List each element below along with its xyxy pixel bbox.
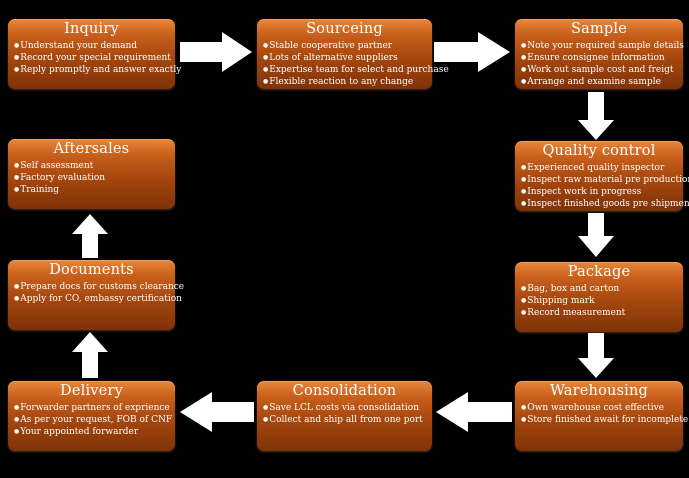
- list-item: Store finished await for incomplete: [521, 414, 688, 426]
- step-package: Package Bag, box and carton Shipping mar…: [515, 262, 683, 332]
- step-title: Documents: [49, 262, 134, 278]
- arrow-down-icon: [578, 333, 614, 378]
- arrow-left-icon: [436, 392, 512, 432]
- list-item: Apply for CO, embassy certification: [14, 293, 182, 305]
- step-list: Forwarder partners of exprience As per y…: [14, 402, 172, 438]
- step-sourceing: Sourceing Stable cooperative partner Lot…: [257, 19, 449, 89]
- arrow-right-icon: [434, 32, 510, 72]
- list-item: Record measurement: [521, 307, 677, 319]
- step-list: Understand your demand Record your speci…: [14, 40, 181, 76]
- arrow-up-icon: [72, 214, 108, 258]
- step-list: Self assessment Factory evaluation Train…: [14, 160, 169, 196]
- list-item: Flexible reaction to any change: [263, 76, 426, 88]
- list-item: Save LCL costs via consolidation: [263, 402, 426, 414]
- step-list: Stable cooperative partner Lots of alter…: [263, 40, 448, 88]
- step-list: Note your required sample details Ensure…: [521, 40, 684, 88]
- step-list: Experienced quality inspector Inspect ra…: [521, 162, 689, 210]
- step-consolidation: Consolidation Save LCL costs via consoli…: [257, 381, 432, 451]
- list-item: Experienced quality inspector: [521, 162, 677, 174]
- step-title: Sourceing: [306, 21, 383, 37]
- step-title: Delivery: [60, 383, 123, 399]
- arrow-left-icon: [180, 392, 254, 432]
- list-item: Inspect work in progress: [521, 186, 677, 198]
- list-item: Inspect finished goods pre shipment: [521, 198, 689, 210]
- list-item: Reply promptly and answer exactly: [14, 64, 181, 76]
- step-title: Quality control: [542, 143, 656, 159]
- list-item: Arrange and examine sample: [521, 76, 677, 88]
- list-item: Record your special requirement: [14, 52, 171, 64]
- step-list: Prepare docs for customs clearance Apply…: [14, 281, 184, 305]
- list-item: Self assessment: [14, 160, 169, 172]
- step-sample: Sample Note your required sample details…: [515, 19, 684, 89]
- arrow-up-icon: [72, 332, 108, 378]
- list-item: Prepare docs for customs clearance: [14, 281, 184, 293]
- step-title: Consolidation: [292, 383, 397, 399]
- arrow-down-icon: [578, 213, 614, 257]
- list-item: Your appointed forwarder: [14, 426, 169, 438]
- list-item: Lots of alternative suppliers: [263, 52, 426, 64]
- step-title: Aftersales: [53, 141, 130, 157]
- arrow-down-icon: [578, 92, 614, 140]
- step-aftersales: Aftersales Self assessment Factory evalu…: [8, 139, 175, 209]
- step-inquiry: Inquiry Understand your demand Record yo…: [8, 19, 181, 89]
- list-item: Ensure consignee information: [521, 52, 677, 64]
- list-item: Own warehouse cost effective: [521, 402, 677, 414]
- list-item: Forwarder partners of exprience: [14, 402, 170, 414]
- step-list: Save LCL costs via consolidation Collect…: [263, 402, 426, 426]
- list-item: Note your required sample details: [521, 40, 684, 52]
- list-item: Collect and ship all from one port: [263, 414, 426, 426]
- list-item: Stable cooperative partner: [263, 40, 426, 52]
- list-item: Expertise team for select and purchase: [263, 64, 448, 76]
- step-list: Bag, box and carton Shipping mark Record…: [521, 283, 677, 319]
- step-warehousing: Warehousing Own warehouse cost effective…: [515, 381, 688, 451]
- step-delivery: Delivery Forwarder partners of exprience…: [8, 381, 175, 451]
- step-title: Package: [567, 264, 631, 280]
- list-item: Training: [14, 184, 169, 196]
- list-item: Inspect raw material pre production: [521, 174, 689, 186]
- arrow-right-icon: [180, 32, 252, 72]
- list-item: Work out sample cost and freigt: [521, 64, 677, 76]
- list-item: Understand your demand: [14, 40, 169, 52]
- step-title: Sample: [570, 21, 628, 37]
- step-title: Inquiry: [64, 21, 119, 37]
- list-item: As per your request, FOB of CNF: [14, 414, 172, 426]
- step-title: Warehousing: [549, 383, 649, 399]
- list-item: Bag, box and carton: [521, 283, 677, 295]
- step-quality-control: Quality control Experienced quality insp…: [515, 141, 689, 211]
- step-list: Own warehouse cost effective Store finis…: [521, 402, 688, 426]
- list-item: Factory evaluation: [14, 172, 169, 184]
- list-item: Shipping mark: [521, 295, 677, 307]
- step-documents: Documents Prepare docs for customs clear…: [8, 260, 184, 330]
